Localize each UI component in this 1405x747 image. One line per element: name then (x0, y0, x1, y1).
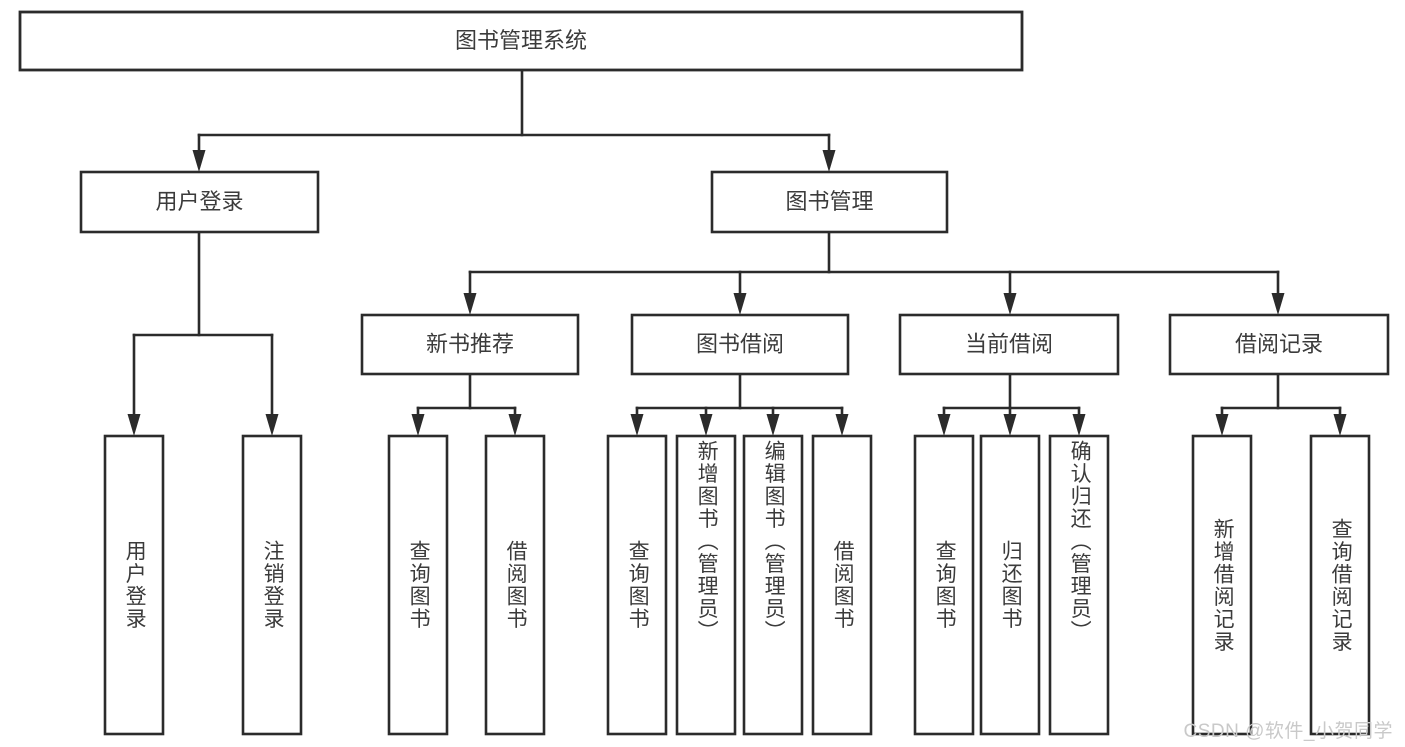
arrow-head-icon (1003, 293, 1017, 315)
connector-recommend-to-leaves (411, 372, 522, 436)
arrow-head-icon (1003, 414, 1017, 436)
node-box-leaf-add-book-admin[interactable] (675, 434, 737, 736)
node-box-leaf-return-book[interactable] (979, 434, 1041, 736)
arrow-head-icon (766, 414, 780, 436)
connector-root-to-level2 (192, 68, 836, 172)
node-box-root[interactable] (18, 10, 1024, 72)
node-box-layer (18, 10, 1390, 736)
node-box-leaf-query-book-recommend[interactable] (387, 434, 449, 736)
node-box-leaf-query-book-current[interactable] (913, 434, 975, 736)
arrow-head-icon (937, 414, 951, 436)
node-box-leaf-borrow-book-recommend[interactable] (484, 434, 546, 736)
arrow-head-icon (630, 414, 644, 436)
arrow-head-icon (463, 293, 477, 315)
node-label-user-login: 用户登录 (155, 189, 243, 214)
node-box-leaf-logout[interactable] (241, 434, 303, 736)
connector-layer (127, 68, 1347, 436)
node-box-leaf-edit-book-admin[interactable] (742, 434, 804, 736)
arrow-head-icon (192, 150, 206, 172)
connector-bookmgmt-to-level3 (463, 230, 1285, 315)
arrow-head-icon (733, 293, 747, 315)
arrow-head-icon (1215, 414, 1229, 436)
arrow-head-icon (411, 414, 425, 436)
arrow-head-icon (1333, 414, 1347, 436)
arrow-head-icon (127, 414, 141, 436)
arrow-head-icon (699, 414, 713, 436)
node-box-current-borrow[interactable] (898, 313, 1120, 376)
node-box-leaf-confirm-return-admin[interactable] (1048, 434, 1110, 736)
node-label-root: 图书管理系统 (455, 28, 587, 53)
node-box-leaf-user-login[interactable] (103, 434, 165, 736)
node-box-new-book-recommend[interactable] (360, 313, 580, 376)
connector-bookborrow-to-leaves (630, 372, 849, 436)
arrow-head-icon (1271, 293, 1285, 315)
node-box-leaf-borrow-book[interactable] (811, 434, 873, 736)
node-label-book-borrow: 图书借阅 (696, 331, 784, 356)
arrow-head-icon (822, 150, 836, 172)
arrow-head-icon (1072, 414, 1086, 436)
node-label-new-book-recommend: 新书推荐 (426, 331, 514, 356)
node-box-leaf-query-borrow-record[interactable] (1309, 434, 1371, 736)
connector-userlogin-to-leaves (127, 230, 279, 436)
node-box-user-login[interactable] (79, 170, 320, 234)
connector-borrowrecord-to-leaves (1215, 372, 1347, 436)
node-box-borrow-record[interactable] (1168, 313, 1390, 376)
node-box-leaf-query-book-borrow[interactable] (606, 434, 668, 736)
node-box-leaf-add-borrow-record[interactable] (1191, 434, 1253, 736)
arrow-head-icon (835, 414, 849, 436)
node-label-book-management: 图书管理 (785, 189, 873, 214)
arrow-head-icon (508, 414, 522, 436)
connector-currentborrow-to-leaves (937, 372, 1086, 436)
node-box-book-borrow[interactable] (630, 313, 850, 376)
node-label-borrow-record: 借阅记录 (1235, 331, 1323, 356)
arrow-head-icon (265, 414, 279, 436)
node-box-book-management[interactable] (710, 170, 949, 234)
csdn-watermark: CSDN @软件_小贺同学 (1183, 721, 1393, 742)
node-label-current-borrow: 当前借阅 (965, 331, 1053, 356)
